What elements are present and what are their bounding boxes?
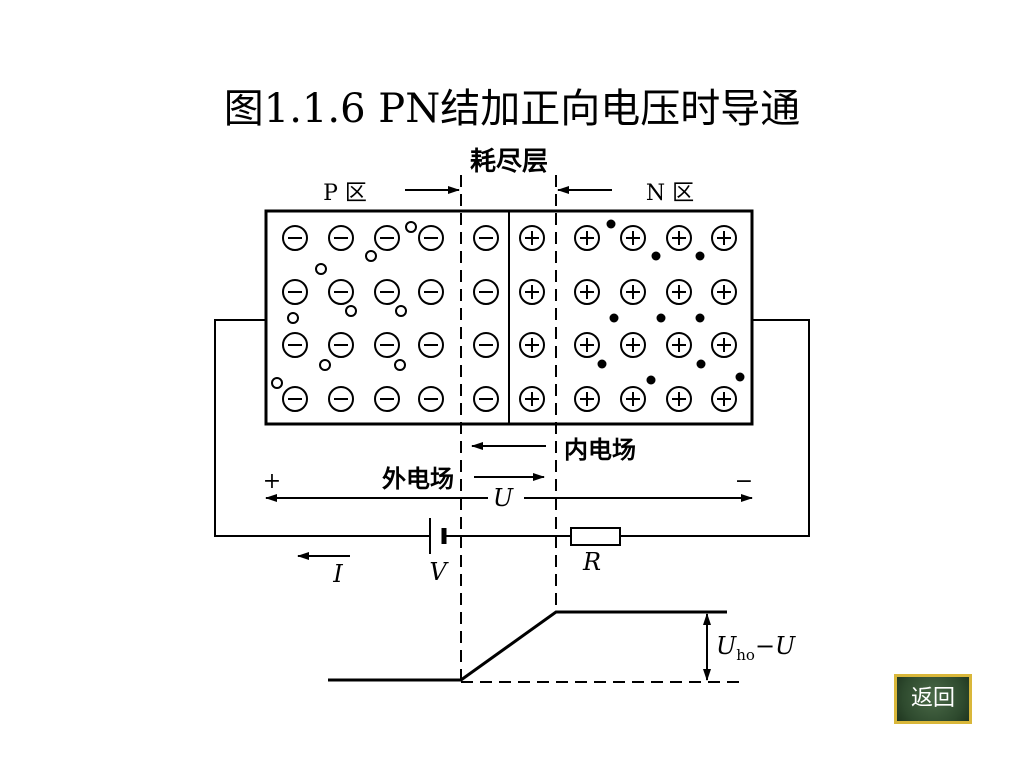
electrons	[597, 219, 745, 385]
depletion-negative-ions	[473, 225, 499, 412]
slide-title: 图1.1.6 PN结加正向电压时导通	[223, 86, 801, 132]
external-circuit	[214, 319, 810, 537]
resistor	[570, 527, 621, 546]
n-region-label: N 区	[646, 181, 694, 206]
source-v-label: V	[429, 558, 449, 586]
p-region-ions	[282, 225, 444, 412]
p-region-label: P 区	[323, 181, 367, 206]
minus-terminal-sign: −	[735, 469, 753, 494]
depletion-layer-label: 耗尽层	[470, 147, 548, 177]
internal-field-label: 内电场	[564, 435, 636, 464]
current-i-label: I	[332, 560, 343, 588]
voltage-u-label: U	[493, 484, 514, 512]
holes	[271, 221, 417, 389]
barrier-height-label: Uho−U	[716, 632, 796, 664]
external-field-label: 外电场	[382, 464, 454, 493]
resistor-r-label: R	[582, 548, 601, 576]
back-button[interactable]: 返回	[894, 674, 972, 724]
plus-terminal-sign: +	[263, 469, 281, 494]
depletion-positive-ions	[519, 225, 545, 412]
potential-barrier-curve	[328, 610, 727, 682]
